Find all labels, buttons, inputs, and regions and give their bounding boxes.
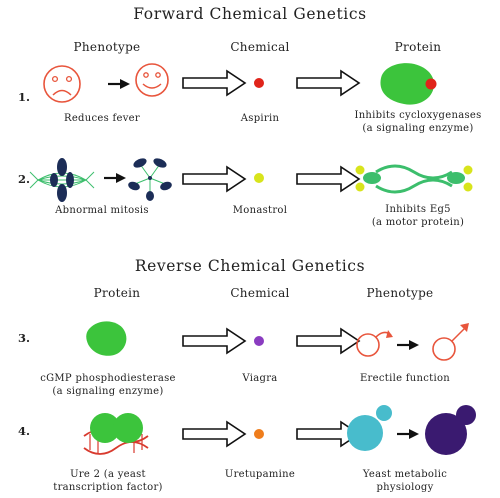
phenotype-caption-4: Yeast metabolic physiology [330, 468, 480, 494]
phenotype-caption-1: Reduces fever [64, 113, 140, 124]
protein-caption-3-line1: cGMP phosphodiesterase [40, 373, 176, 384]
reverse-header-protein: Protein [93, 286, 141, 300]
phenotype-caption-4-line1: Yeast metabolic [362, 469, 448, 480]
protein-caption-4: Ure 2 (a yeast transcription factor) [28, 468, 188, 494]
forward-header-phenotype: Phenotype [73, 40, 141, 54]
protein-caption-1: Inhibits cycloxygenases (a signaling enz… [338, 109, 498, 135]
solid-arrow-icon [106, 77, 132, 91]
protein-caption-4-line2: transcription factor) [53, 482, 163, 493]
cyclooxygenase-protein-icon [380, 63, 437, 105]
solid-arrow-icon [395, 427, 421, 441]
protein-caption-4-line1: Ure 2 (a yeast [70, 469, 146, 480]
uretupamine-dot-icon [254, 429, 264, 439]
solid-arrow-icon [395, 338, 421, 352]
spindle-icon [29, 158, 95, 202]
chemical-caption-2: Monastrol [232, 205, 288, 216]
protein-caption-3: cGMP phosphodiesterase (a signaling enzy… [28, 372, 188, 398]
ure2-protein-on-dna-icon [83, 413, 149, 455]
aspirin-dot-icon [254, 78, 264, 88]
solid-arrow-icon [102, 171, 128, 185]
row-number-4: 4. [18, 424, 31, 438]
hollow-arrow-icon [182, 166, 246, 192]
monastrol-dot-icon [254, 173, 264, 183]
phenotype-caption-2: Abnormal mitosis [55, 205, 149, 216]
hollow-arrow-icon [296, 166, 360, 192]
forward-title: Forward Chemical Genetics [133, 5, 367, 23]
hollow-arrow-icon [182, 70, 246, 96]
chemical-caption-4: Uretupamine [224, 469, 296, 480]
protein-caption-1-line1: Inhibits cycloxygenases [354, 110, 482, 121]
eg5-motor-protein-icon [355, 164, 473, 194]
row-number-2: 2. [18, 172, 31, 186]
row-number-3: 3. [18, 331, 31, 345]
hollow-arrow-icon [296, 70, 360, 96]
reverse-header-chemical: Chemical [230, 286, 290, 300]
sad-face-icon [43, 65, 81, 103]
phosphodiesterase-protein-icon [86, 321, 127, 356]
forward-header-chemical: Chemical [230, 40, 290, 54]
protein-caption-1-line2: (a signaling enzyme) [362, 123, 474, 134]
viagra-dot-icon [254, 336, 264, 346]
purple-yeast-cell-icon [425, 405, 476, 455]
male-symbol-erect-icon [432, 323, 469, 361]
protein-caption-3-line2: (a signaling enzyme) [52, 386, 164, 397]
chemical-caption-3: Viagra [242, 373, 278, 384]
hollow-arrow-icon [182, 328, 246, 354]
phenotype-caption-3: Erectile function [359, 373, 451, 384]
happy-face-icon [135, 63, 169, 97]
protein-caption-2-line2: (a motor protein) [371, 217, 465, 228]
hollow-arrow-icon [296, 328, 360, 354]
male-symbol-drooping-icon [356, 330, 393, 357]
reverse-header-phenotype: Phenotype [366, 286, 434, 300]
phenotype-caption-4-line2: physiology [376, 482, 434, 493]
hollow-arrow-icon [182, 421, 246, 447]
protein-caption-2: Inhibits Eg5 (a motor protein) [338, 203, 498, 229]
monoaster-spindle-icon [128, 158, 172, 201]
chemical-caption-1: Aspirin [240, 113, 280, 124]
teal-yeast-cell-icon [347, 405, 392, 451]
row-number-1: 1. [18, 90, 31, 104]
reverse-title: Reverse Chemical Genetics [134, 257, 366, 275]
protein-caption-2-line1: Inhibits Eg5 [385, 204, 451, 215]
forward-header-protein: Protein [394, 40, 442, 54]
